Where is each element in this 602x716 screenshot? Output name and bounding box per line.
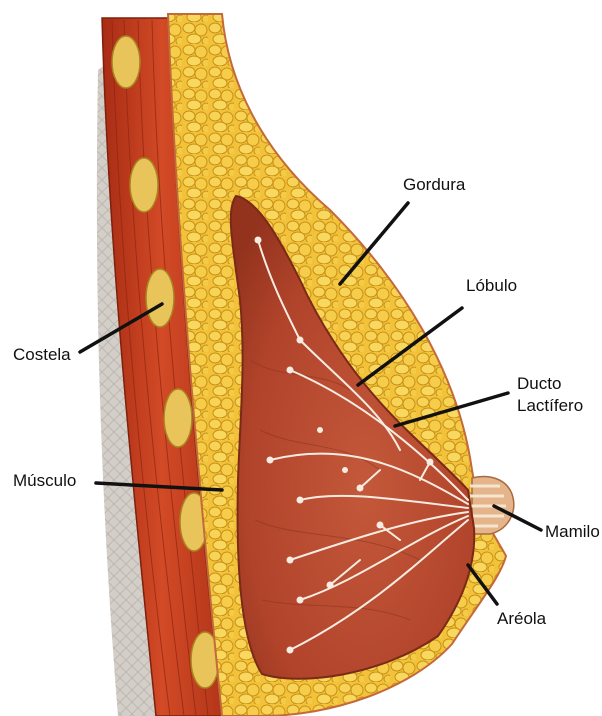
- rib-4: [164, 389, 192, 447]
- rib-3: [146, 269, 174, 327]
- label-costela: Costela: [13, 344, 71, 365]
- label-ducto-line1: Ducto: [517, 373, 561, 394]
- label-lobulo: Lóbulo: [466, 275, 517, 296]
- label-musculo: Músculo: [13, 470, 76, 491]
- rib-1: [112, 36, 140, 88]
- label-mamilo: Mamilo: [545, 521, 600, 542]
- label-areola: Aréola: [497, 608, 546, 629]
- label-gordura: Gordura: [403, 174, 465, 195]
- rib-2: [130, 158, 158, 212]
- label-ducto-line2: Lactífero: [517, 395, 583, 416]
